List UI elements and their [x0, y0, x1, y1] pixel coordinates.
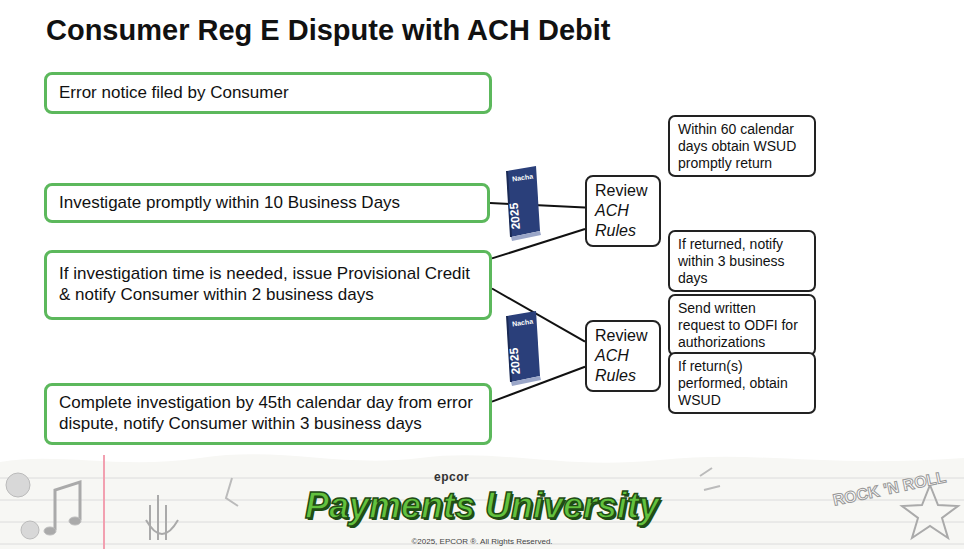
rule-box: Within 60 calendar days obtain WSUD prom… [668, 115, 816, 177]
rule-book-name: ACH Rules [595, 201, 651, 241]
step-box: Complete investigation by 45th calendar … [44, 383, 492, 445]
rule-box: If returned, notify within 3 business da… [668, 230, 816, 292]
logo-brand: epcor [434, 470, 469, 484]
step-box: Investigate promptly within 10 Business … [44, 183, 490, 223]
review-box: ReviewACH Rules [585, 320, 661, 392]
box-text: Review [595, 181, 651, 201]
rule-box: If return(s) performed, obtain WSUD [668, 352, 816, 414]
box-text: If returned, notify within 3 business da… [678, 236, 806, 286]
slide-title: Consumer Reg E Dispute with ACH Debit [46, 14, 610, 47]
rule-box: Send written request to ODFI for authori… [668, 294, 816, 356]
box-text: If return(s) performed, obtain WSUD [678, 358, 806, 408]
connector-line [492, 289, 585, 342]
nacha-book [507, 166, 541, 241]
box-text: Complete investigation by 45th calendar … [59, 393, 477, 434]
book-year: 2025 [507, 347, 523, 375]
step-box: Error notice filed by Consumer [44, 72, 492, 114]
box-text: If investigation time is needed, issue P… [59, 264, 477, 305]
book-year: 2025 [507, 202, 523, 230]
review-box: ReviewACH Rules [585, 175, 661, 247]
margin-line [103, 455, 105, 549]
box-text: Review [595, 326, 651, 346]
box-text: Within 60 calendar days obtain WSUD prom… [678, 121, 806, 171]
logo-name: Payments University [305, 485, 659, 527]
copyright: ©2025, EPCOR ®. All Rights Reserved. [411, 537, 552, 546]
step-box: If investigation time is needed, issue P… [44, 250, 492, 320]
rule-book-name: ACH Rules [595, 346, 651, 386]
box-text: Send written request to ODFI for authori… [678, 300, 806, 350]
doodles [6, 468, 958, 540]
connector-line [492, 229, 585, 258]
box-text: Investigate promptly within 10 Business … [59, 193, 475, 214]
box-text: Error notice filed by Consumer [59, 83, 477, 104]
paper-band [0, 454, 964, 549]
ruled-lines [0, 478, 964, 544]
nacha-book [507, 311, 541, 386]
